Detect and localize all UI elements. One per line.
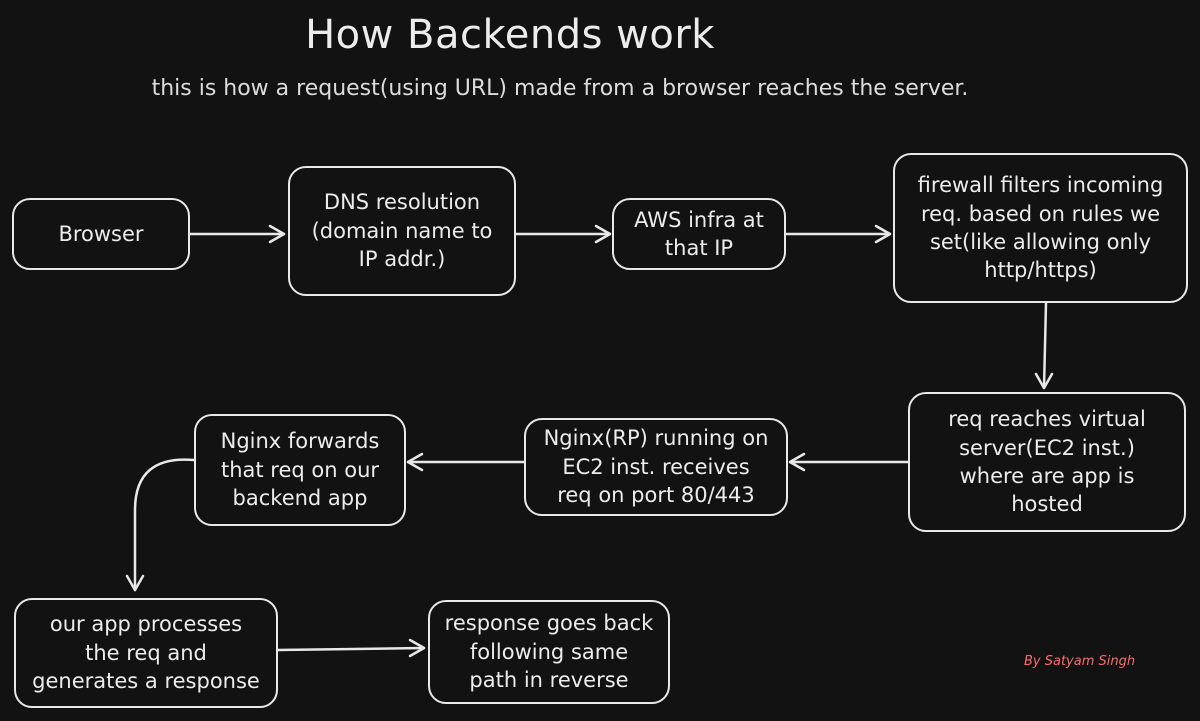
node-nginx-rp: Nginx(RP) running on EC2 inst. receives …	[524, 418, 788, 516]
arrowhead-browser-to-dns	[268, 224, 286, 244]
node-aws-infra: AWS infra at that IP	[612, 198, 786, 270]
node-firewall: firewall filters incoming req. based on …	[893, 153, 1188, 303]
arrow-nginx-fwd-to-app	[133, 458, 196, 592]
arrowhead-nginx-fwd-to-app	[125, 574, 145, 592]
node-ec2-server: req reaches virtual server(EC2 inst.) wh…	[908, 392, 1186, 532]
arrowhead-nginx-rp-to-nginx-fwd	[406, 452, 424, 472]
node-nginx-forwards: Nginx forwards that req on our backend a…	[194, 414, 406, 526]
diagram-title: How Backends work	[305, 12, 715, 58]
node-app-processes: our app processes the req and generates …	[14, 598, 278, 708]
node-browser: Browser	[12, 198, 190, 270]
diagram-subtitle: this is how a request(using URL) made fr…	[151, 76, 969, 101]
node-dns-resolution: DNS resolution (domain name to IP addr.)	[288, 166, 516, 296]
arrowhead-dns-to-aws	[594, 224, 612, 244]
arrowhead-ec2-to-nginx-rp	[788, 452, 806, 472]
arrowhead-aws-to-firewall	[874, 224, 892, 244]
arrowhead-firewall-to-ec2	[1034, 372, 1054, 390]
arrow-firewall-to-ec2	[1042, 301, 1048, 390]
arrowhead-app-to-response	[408, 638, 426, 658]
author-credit: By Satyam Singh	[1024, 654, 1136, 669]
arrow-app-to-response	[276, 646, 426, 652]
node-response: response goes back following same path i…	[428, 600, 670, 704]
